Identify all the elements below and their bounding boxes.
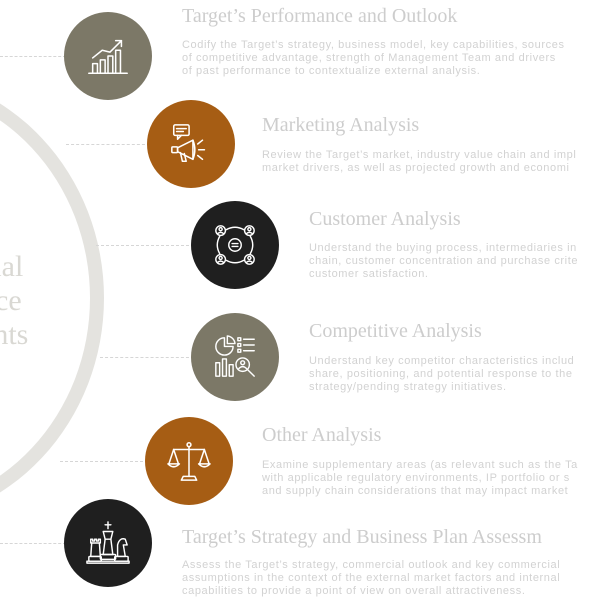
growth-chart-icon <box>88 39 128 75</box>
connector-line <box>100 357 194 358</box>
step-5-circle <box>145 417 233 505</box>
step-5-title: Other Analysis <box>262 424 382 446</box>
step-4-circle <box>191 313 279 401</box>
connector-line <box>0 543 66 544</box>
chess-pieces-icon <box>86 521 130 564</box>
connector-line <box>60 461 148 462</box>
step-6-circle <box>64 499 152 587</box>
step-4-title: Competitive Analysis <box>309 320 482 342</box>
step-4-description: Understand key competitor characteristic… <box>309 355 575 393</box>
step-5-description: Examine supplementary areas (as relevant… <box>262 459 578 497</box>
step-2-description: Review the Target’s market, industry val… <box>262 149 577 174</box>
step-6-description: Assess the Target’s strategy, commercial… <box>182 559 561 597</box>
step-1-description: Codify the Target’s strategy, business m… <box>182 39 565 77</box>
megaphone-icon <box>171 124 206 163</box>
step-6-title: Target’s Strategy and Business Plan Asse… <box>182 526 542 548</box>
customer-network-icon <box>215 225 255 265</box>
step-2-circle <box>147 100 235 188</box>
connector-line <box>0 56 66 57</box>
balance-scale-icon <box>167 442 211 481</box>
step-1-title: Target’s Performance and Outlook <box>182 5 458 27</box>
step-1-circle <box>64 12 152 100</box>
step-3-title: Customer Analysis <box>309 208 461 230</box>
connector-line <box>66 144 150 145</box>
step-3-circle <box>191 201 279 289</box>
analytics-magnifier-icon <box>215 335 255 377</box>
step-2-title: Marketing Analysis <box>262 114 420 136</box>
center-label: cial nce ents <box>0 250 29 351</box>
connector-line <box>96 245 194 246</box>
step-3-description: Understand the buying process, intermedi… <box>309 242 579 280</box>
